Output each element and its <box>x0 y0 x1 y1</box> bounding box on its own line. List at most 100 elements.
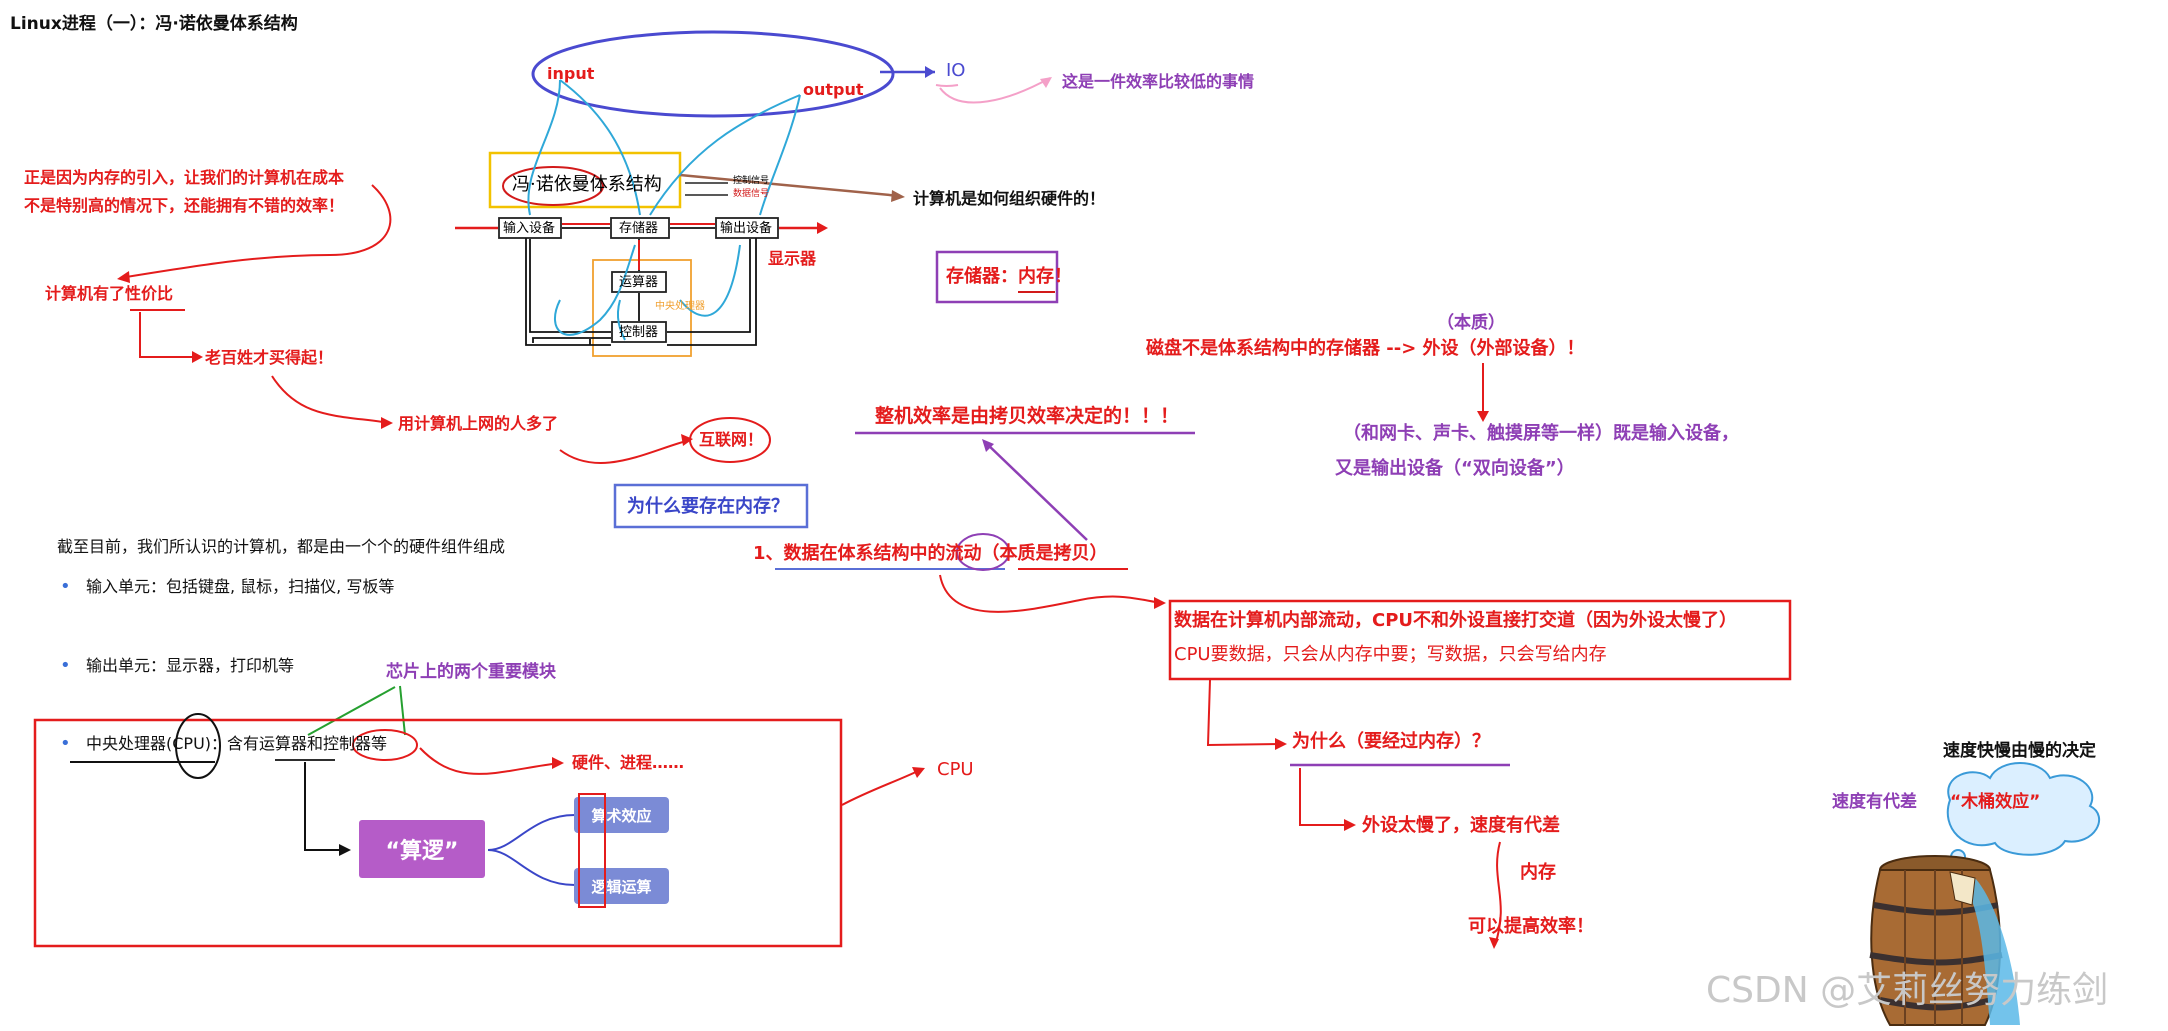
dataflow-to-why <box>1206 679 1284 747</box>
io-arrow-head <box>925 66 935 78</box>
vn-brown-arrow <box>679 173 901 198</box>
controller-circle <box>352 729 418 761</box>
red-highlight-box <box>578 793 606 908</box>
signal-data-label: 数据信号 <box>733 189 770 199</box>
vn-red-head-out <box>817 222 828 234</box>
dataflow-to-why-head <box>1275 738 1287 750</box>
controller-label: 控制器 <box>619 325 659 340</box>
input-device-label: 输入设备 <box>503 221 556 236</box>
bullet-dot-2: • <box>60 655 71 676</box>
input-label: input <box>547 64 595 83</box>
affordable-text: 老百姓才买得起！ <box>205 348 334 367</box>
intro-line-2: 不是特别高的情况下，还能拥有不错的效率！ <box>24 196 345 215</box>
intro-curve-head <box>117 271 130 283</box>
low-efficiency-text: 这是一件效率比较低的事情 <box>1062 72 1255 91</box>
page-title: Linux进程（一）：冯·诺依曼体系结构 <box>10 14 298 34</box>
output-device-box <box>715 217 779 239</box>
cyan-flow-5 <box>554 244 636 336</box>
internet-circle <box>689 417 771 463</box>
more-users-text: 用计算机上网的人多了 <box>398 414 559 433</box>
afford-to-users-head <box>381 417 393 429</box>
data-flow-line-2: CPU要数据，只会从内存中要；写数据，只会写给内存 <box>1174 644 1607 665</box>
barrel-title: 速度快慢由慢的决定 <box>1943 741 2096 761</box>
cost-to-afford <box>139 312 200 358</box>
users-to-internet-head <box>681 434 693 446</box>
cpu-section-to-cpu <box>841 769 921 806</box>
efficiency-copy-text: 整机效率是由拷贝效率决定的！！！ <box>875 405 1180 427</box>
suanluo-branches <box>487 814 576 886</box>
efficiency-purple-arrow-head <box>982 439 994 452</box>
cost-performance-text: 计算机有了性价比 <box>45 284 174 303</box>
flow-point-text: 1、数据在体系结构中的流动（本质是拷贝） <box>753 543 1108 564</box>
cpu-region-box <box>592 259 692 357</box>
notes-intro: 截至目前，我们所认识的计算机，都是由一个个的硬件组件组成 <box>57 537 506 556</box>
cyan-flow-7 <box>616 299 626 341</box>
hw-process-text: 硬件、进程…… <box>572 753 685 772</box>
barrel-effect-text: “木桶效应” <box>1950 792 2041 812</box>
memory-label: 存储器 <box>619 221 659 236</box>
slow-to-memory-head <box>1489 937 1499 949</box>
output-label: output <box>803 80 864 99</box>
improve-efficiency-text: 可以提高效率！ <box>1468 916 1594 937</box>
bullet-dot-3: • <box>60 733 71 754</box>
cpu-section-to-cpu-head <box>912 767 925 778</box>
flow-circle <box>956 533 1010 571</box>
io-label: IO <box>946 60 966 81</box>
bullet-dot-1: • <box>60 576 71 597</box>
cpu-circle <box>175 713 221 779</box>
io-pink-arrow <box>939 77 1051 104</box>
suanluo-node: “算逻” <box>359 820 485 878</box>
logic-node: 逻辑运算 <box>574 868 669 904</box>
vn-title: 冯·诺依曼体系结构 <box>512 174 662 195</box>
memory-is-ram-text: 存储器：内存！ <box>946 266 1072 287</box>
data-flow-line-1: 数据在计算机内部流动，CPU不和外设直接打交道（因为外设太慢了） <box>1174 610 1738 631</box>
why-memory-box <box>613 483 809 529</box>
cyan-flow-3 <box>649 94 801 216</box>
bullet-input: 输入单元：包括键盘, 鼠标，扫描仪, 写板等 <box>86 577 395 596</box>
afford-to-users <box>271 375 391 424</box>
cpu-region-label: 中央处理器 <box>655 301 705 312</box>
cpu-label: CPU <box>937 759 974 780</box>
bullet-output: 输出单元：显示器，打印机等 <box>86 656 295 675</box>
why-via-memory-text: 为什么（要经过内存）？ <box>1292 731 1490 752</box>
alu-to-suanluo <box>304 762 345 851</box>
essence-text: （本质） <box>1437 313 1505 333</box>
arith-node: 算术效应 <box>574 797 669 833</box>
barrel-cloud <box>1946 762 2101 856</box>
io-ellipse <box>531 30 895 118</box>
cyan-flow-4 <box>759 94 801 216</box>
intro-curve <box>119 184 392 279</box>
flow-to-dataflow-head <box>1154 597 1166 609</box>
efficiency-purple-arrow <box>984 441 1088 541</box>
flow-to-dataflow <box>939 574 1163 613</box>
memory-box <box>610 217 670 239</box>
why-memory-text: 为什么要存在内存？ <box>627 496 789 517</box>
vn-brown-arrow-head <box>891 190 905 202</box>
cyan-flow-6 <box>679 244 741 317</box>
cpu-section-box <box>33 718 843 948</box>
cyan-flow-1 <box>527 79 561 216</box>
io-squiggle <box>935 84 959 87</box>
vn-red-inner <box>562 223 715 270</box>
chip-green-lines <box>307 685 406 736</box>
bidirectional-line-2: 又是输出设备（“双向设备”） <box>1335 458 1575 479</box>
controller-to-hw <box>419 747 561 775</box>
disk-down-arrow-head <box>1477 411 1489 422</box>
internet-text: 互联网！ <box>699 430 764 449</box>
bullet-cpu: 中央处理器(CPU)：含有运算器和控制器等 <box>86 734 388 753</box>
users-to-internet <box>559 439 691 464</box>
intro-line-1: 正是因为内存的引入，让我们的计算机在成本 <box>24 168 345 187</box>
signal-control-label: 控制信号 <box>733 176 770 186</box>
why-to-slow-head <box>1344 819 1356 831</box>
display-label: 显示器 <box>768 249 817 268</box>
how-organize-text: 计算机是如何组织硬件的！ <box>913 189 1106 208</box>
watermark: CSDN @艾莉丝努力练剑 <box>1706 970 2109 1011</box>
chip-modules-text: 芯片上的两个重要模块 <box>386 662 556 682</box>
alu-to-suanluo-head <box>339 844 351 856</box>
output-device-label: 输出设备 <box>720 221 773 236</box>
alu-label: 运算器 <box>619 275 659 290</box>
data-flow-box <box>1168 599 1792 681</box>
barrel-image <box>1869 855 2020 1026</box>
slow-to-memory <box>1494 841 1502 946</box>
